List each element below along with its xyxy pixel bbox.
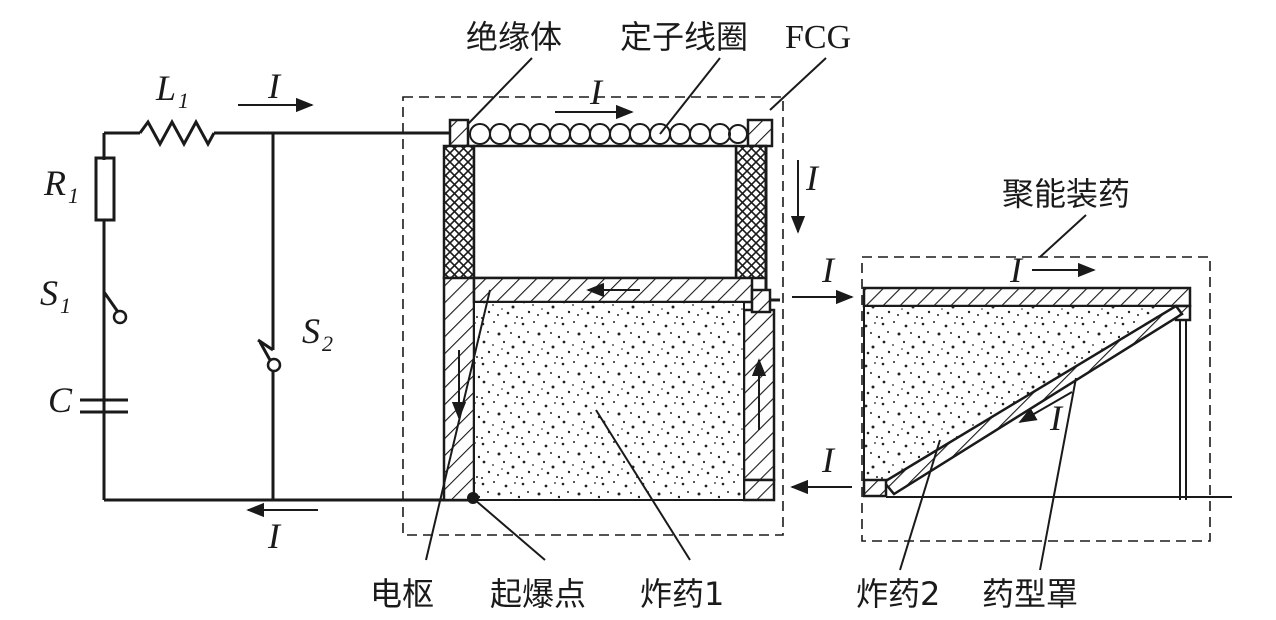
switch-s1-blade[interactable] <box>102 291 120 313</box>
coil-right-lead <box>764 146 780 302</box>
right-post <box>1179 320 1187 500</box>
label-l1-sub: 1 <box>178 88 189 113</box>
current-arrow-liner <box>1018 391 1073 423</box>
explosive-2 <box>863 305 1180 483</box>
label-fcg: FCG <box>785 19 851 56</box>
leader-armature <box>425 289 491 561</box>
current-label-liner: I <box>1049 398 1064 438</box>
label-c: C <box>48 380 73 420</box>
insulator-left <box>448 118 470 148</box>
label-s1-sub: 1 <box>60 293 71 318</box>
inductor-l1 <box>138 118 216 148</box>
switch-s2-stub <box>257 338 274 352</box>
fcg-generator <box>402 96 806 536</box>
leader-stator-coil <box>659 57 721 135</box>
armature-right-notch <box>750 288 772 314</box>
liner-foot <box>862 478 888 498</box>
current-label-right-lead: I <box>805 158 820 198</box>
label-liner: 药型罩 <box>982 575 1078 613</box>
label-detonation-point: 起爆点 <box>490 575 586 613</box>
armature-right-foot <box>742 478 776 502</box>
leader-fcg <box>769 57 827 111</box>
insulator-right <box>746 118 774 148</box>
leader-lines <box>425 57 1087 571</box>
liner <box>882 304 1184 496</box>
resistor-r1 <box>94 156 116 222</box>
current-label-plate: I <box>1009 250 1024 290</box>
leader-insulator <box>467 57 533 125</box>
leader-shaped-charge <box>1039 214 1087 258</box>
external-circuit <box>80 97 470 518</box>
leader-explosive1 <box>595 409 691 561</box>
switch-s2-contact[interactable] <box>266 357 282 373</box>
label-r1: R1 <box>43 163 79 208</box>
current-label-coil: I <box>589 72 604 112</box>
label-armature: 电枢 <box>370 575 434 613</box>
label-s1: S1 <box>40 273 71 318</box>
switch-s2-blade[interactable] <box>258 341 272 361</box>
label-l1: L1 <box>155 68 189 113</box>
leader-liner <box>1039 377 1077 571</box>
shaped-charge-top-plate <box>862 286 1192 308</box>
label-insulator: 绝缘体 <box>466 18 562 56</box>
coil-inner-cavity <box>472 144 738 280</box>
current-label-top: I <box>267 66 282 106</box>
label-r1-sub: 1 <box>68 183 79 208</box>
label-s2: S2 <box>302 311 333 356</box>
fcg-dashed-boundary <box>402 96 784 536</box>
leader-detonation <box>474 499 546 561</box>
insulation-wall-left <box>442 144 476 280</box>
explosive-1 <box>473 301 745 501</box>
label-stator-coil: 定子线圈 <box>620 18 748 56</box>
shaped-charge-dashed-boundary <box>861 256 1211 542</box>
label-explosive1: 炸药1 <box>640 575 724 613</box>
stator-coil-turns <box>469 123 748 145</box>
shaped-charge <box>861 256 1232 542</box>
insulation-wall-right <box>734 144 768 280</box>
label-shaped-charge: 聚能装药 <box>1002 175 1130 213</box>
leader-explosive2 <box>899 439 941 571</box>
current-label-return: I <box>821 440 836 480</box>
current-label-to-charge: I <box>821 250 836 290</box>
label-s2-sub: 2 <box>322 331 333 356</box>
switch-s1-contact[interactable] <box>112 309 128 325</box>
current-label-bottom: I <box>267 516 282 556</box>
label-explosive2: 炸药2 <box>856 575 940 613</box>
